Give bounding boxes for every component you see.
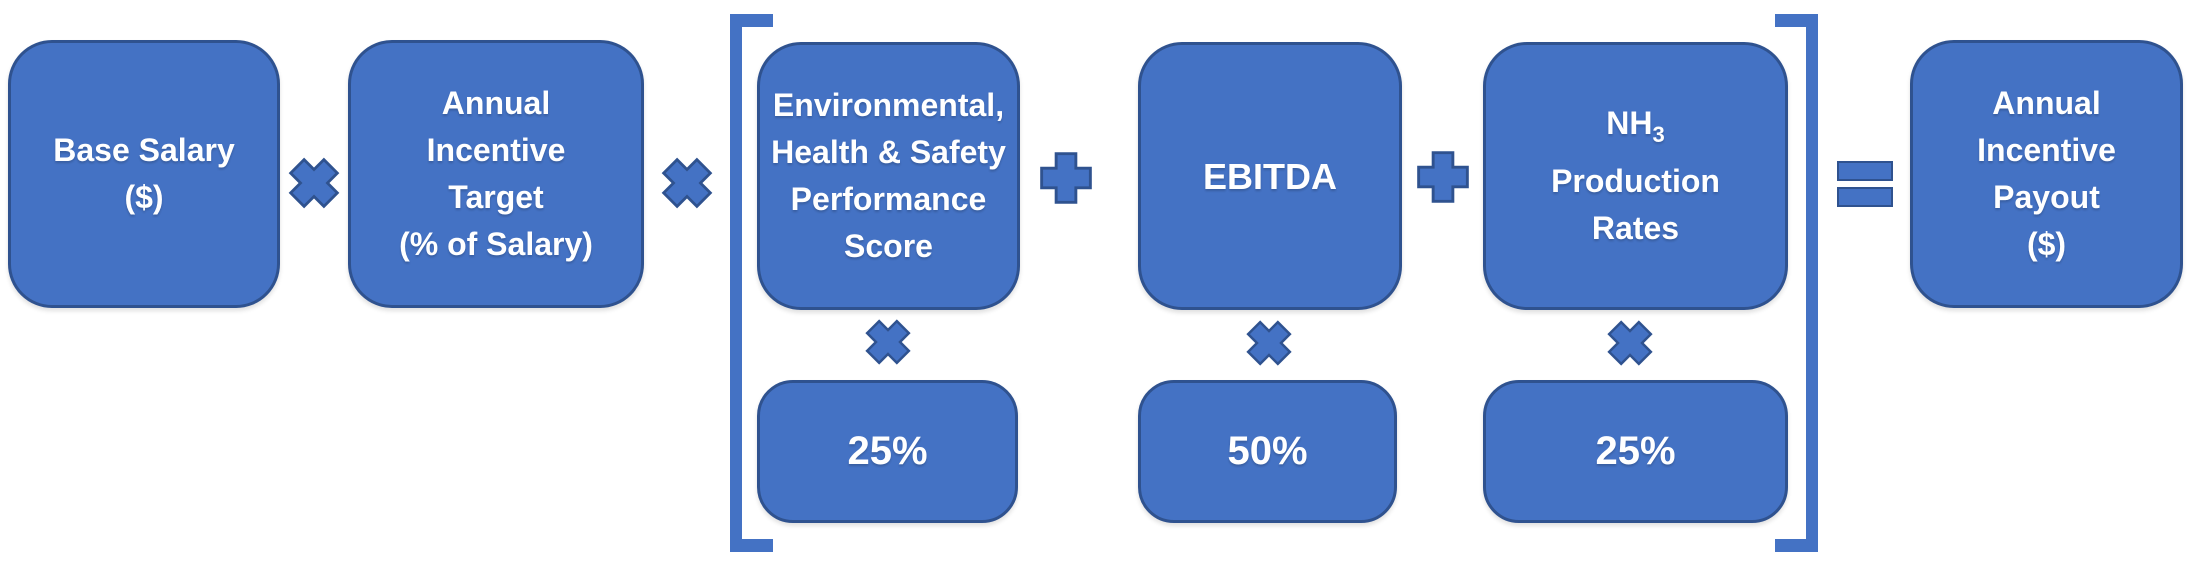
nh3-weight-value: 25% [1595, 429, 1676, 473]
base-salary-box: Base Salary ($) [8, 40, 280, 308]
base-salary-unit: ($) [124, 179, 164, 215]
equals-icon [1837, 161, 1893, 207]
payout-line: Payout [1993, 179, 2100, 215]
equals-bar [1837, 187, 1893, 207]
left-bracket-bottom-foot [730, 539, 773, 552]
payout-line: Annual [1992, 85, 2101, 121]
incentive-payout-box: Annual Incentive Payout ($) [1910, 40, 2183, 308]
left-bracket [730, 14, 742, 552]
ebitda-weight-value: 50% [1227, 429, 1308, 473]
ehs-score-line: Environmental, [772, 87, 1005, 123]
nh3-production-box: NH3 Production Rates [1483, 42, 1788, 310]
plus-icon [1417, 151, 1469, 203]
left-bracket-top-foot [730, 14, 773, 27]
payout-line: ($) [2026, 226, 2067, 262]
right-bracket [1806, 14, 1818, 552]
nh3-symbol: NH [1606, 105, 1653, 141]
equals-bar [1837, 161, 1893, 181]
nh3-weight-box: 25% [1483, 380, 1788, 523]
multiply-icon [865, 319, 911, 365]
multiply-icon [661, 157, 713, 209]
ehs-weight-value: 25% [847, 429, 928, 473]
ehs-score-line: Performance [790, 181, 987, 217]
right-bracket-top-foot [1775, 14, 1818, 27]
ebitda-box: EBITDA [1138, 42, 1402, 310]
ehs-weight-box: 25% [757, 380, 1018, 523]
incentive-target-line: Annual [441, 85, 551, 121]
nh3-subscript: 3 [1652, 122, 1665, 147]
incentive-target-line: Target [448, 179, 544, 215]
multiply-icon [1246, 320, 1292, 366]
ehs-score-line: Health & Safety [771, 134, 1006, 170]
multiply-icon [288, 157, 340, 209]
ebitda-weight-box: 50% [1138, 380, 1397, 523]
incentive-target-box: Annual Incentive Target (% of Salary) [348, 40, 644, 308]
nh3-production-line: Rates [1591, 210, 1680, 246]
nh3-production-line: Production [1551, 163, 1720, 199]
multiply-icon [1607, 320, 1653, 366]
ebitda-label: EBITDA [1203, 155, 1337, 197]
nh3-formula-line: NH3 [1606, 100, 1664, 158]
incentive-target-line: Incentive [426, 132, 566, 168]
base-salary-label: Base Salary [53, 132, 235, 168]
incentive-target-line: (% of Salary) [399, 226, 593, 262]
plus-icon [1040, 152, 1092, 204]
ehs-score-line: Score [844, 228, 933, 264]
right-bracket-bottom-foot [1775, 539, 1818, 552]
ehs-score-box: Environmental, Health & Safety Performan… [757, 42, 1020, 310]
payout-line: Incentive [1977, 132, 2116, 168]
